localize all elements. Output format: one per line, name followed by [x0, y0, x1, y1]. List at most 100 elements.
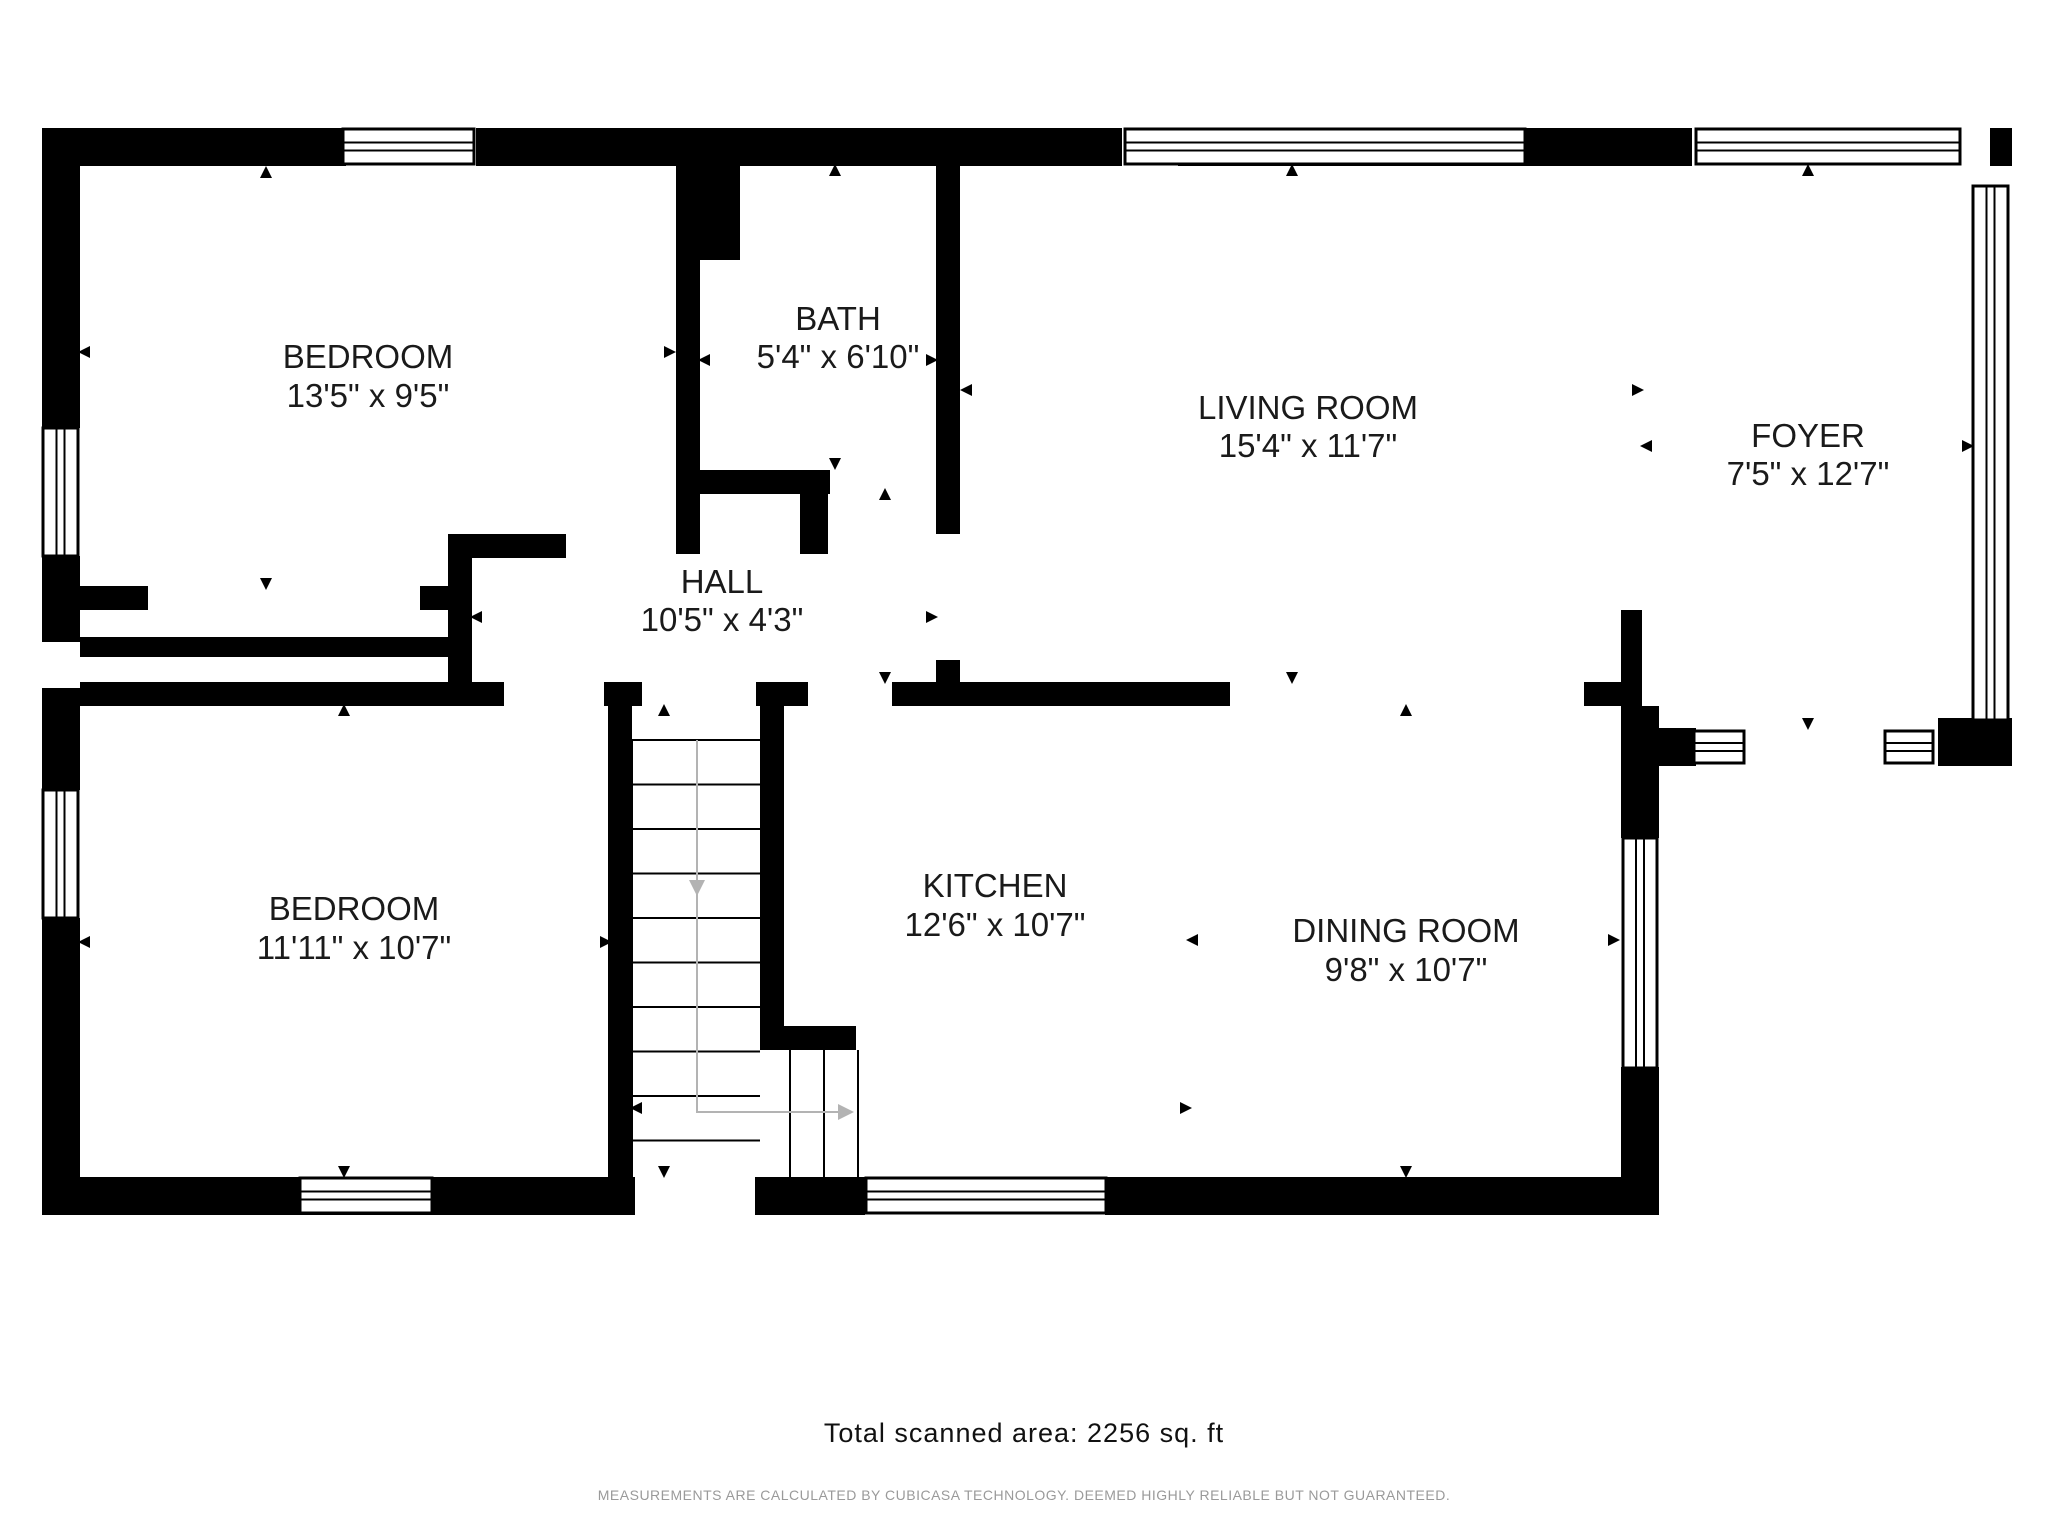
- wall-segment-6: [1938, 718, 1988, 766]
- room-name-hall: HALL: [681, 563, 764, 600]
- window-frame-h-0: [341, 127, 476, 166]
- room-size-bath: 5'4" x 6'10": [757, 338, 920, 375]
- wall-segment-36: [608, 682, 632, 1214]
- room-name-living-room: LIVING ROOM: [1198, 389, 1418, 426]
- dimension-marker-5: [698, 354, 710, 366]
- walls: [42, 128, 2012, 1215]
- room-name-dining-room: DINING ROOM: [1292, 912, 1519, 949]
- wall-segment-9: [42, 688, 80, 790]
- stair-direction-arrow-down: [689, 880, 705, 896]
- wall-segment-19: [420, 586, 452, 610]
- dimension-marker-7: [829, 458, 841, 470]
- room-size-kitchen: 12'6" x 10'7": [905, 906, 1086, 943]
- window-frame-v-1: [41, 788, 80, 920]
- dimension-marker-15: [1286, 672, 1298, 684]
- window-frame-h-4: [864, 1176, 1108, 1215]
- total-area-text: Total scanned area: 2256 sq. ft: [823, 1418, 1225, 1448]
- dimension-marker-26: [658, 1166, 670, 1178]
- wall-segment-23: [448, 534, 566, 558]
- room-kitchen: KITCHEN 12'6" x 10'7": [905, 867, 1086, 943]
- wall-segment-10: [42, 918, 80, 1214]
- wall-segment-15: [1621, 1067, 1659, 1215]
- room-dining-room: DINING ROOM 9'8" x 10'7": [1292, 912, 1519, 988]
- window-frame-h-6: [1883, 729, 1935, 765]
- dimension-marker-0: [260, 166, 272, 178]
- dimension-marker-9: [470, 611, 482, 623]
- wall-segment-37: [760, 682, 784, 1042]
- dimension-marker-27: [1400, 704, 1412, 716]
- dimension-marker-10: [926, 611, 938, 623]
- dimension-marker-17: [1640, 440, 1652, 452]
- room-bedroom-1: BEDROOM 13'5" x 9'5": [283, 338, 454, 414]
- room-size-bedroom-2: 11'11" x 10'7": [257, 929, 451, 966]
- room-name-bath: BATH: [795, 300, 881, 337]
- dimension-marker-20: [338, 704, 350, 716]
- wall-segment-14: [1621, 706, 1659, 838]
- disclaimer-text: MEASUREMENTS ARE CALCULATED BY CUBICASA …: [597, 1487, 1451, 1503]
- wall-segment-1: [476, 128, 1122, 166]
- window-frame-h-1: [1123, 127, 1527, 166]
- wall-segment-38: [760, 1026, 856, 1050]
- dimension-marker-25: [630, 1102, 642, 1114]
- room-size-dining-room: 9'8" x 10'7": [1325, 951, 1488, 988]
- window-frame-h-3: [298, 1176, 434, 1215]
- room-name-foyer: FOYER: [1751, 417, 1865, 454]
- dimension-marker-29: [1608, 934, 1620, 946]
- dimension-marker-2: [664, 346, 676, 358]
- wall-segment-20: [80, 637, 452, 657]
- dimension-marker-30: [1400, 1166, 1412, 1178]
- room-size-bedroom-1: 13'5" x 9'5": [287, 377, 450, 414]
- dimension-marker-13: [960, 384, 972, 396]
- room-name-bedroom-1: BEDROOM: [283, 338, 454, 375]
- room-size-foyer: 7'5" x 12'7": [1727, 455, 1890, 492]
- room-size-hall: 10'5" x 4'3": [641, 601, 804, 638]
- room-name-kitchen: KITCHEN: [923, 867, 1068, 904]
- dimension-marker-21: [78, 936, 90, 948]
- dimension-marker-28: [1186, 934, 1198, 946]
- wall-segment-0: [42, 128, 346, 166]
- dimension-marker-8: [879, 488, 891, 500]
- wall-segment-22: [448, 534, 472, 684]
- dimension-marker-12: [1286, 164, 1298, 176]
- room-size-living-room: 15'4" x 11'7": [1219, 427, 1398, 464]
- staircase: [631, 739, 859, 1177]
- dimension-markers: [78, 164, 1974, 1178]
- window-frame-v-0: [41, 426, 80, 558]
- wall-segment-17: [1642, 728, 1696, 766]
- room-name-bedroom-2: BEDROOM: [269, 890, 440, 927]
- dimension-marker-6: [926, 354, 938, 366]
- dimension-marker-18: [1962, 440, 1974, 452]
- dimension-marker-14: [1632, 384, 1644, 396]
- dimension-marker-4: [829, 164, 841, 176]
- wall-segment-29: [800, 470, 828, 554]
- wall-segment-30: [80, 682, 298, 706]
- wall-segment-35: [1584, 682, 1640, 706]
- dimension-marker-24: [658, 704, 670, 716]
- room-living-room: LIVING ROOM 15'4" x 11'7": [1198, 389, 1418, 464]
- dimension-marker-3: [260, 578, 272, 590]
- dimension-marker-16: [1802, 164, 1814, 176]
- wall-segment-18: [80, 586, 148, 610]
- room-bedroom-2: BEDROOM 11'11" x 10'7": [257, 890, 451, 966]
- dimension-marker-11: [879, 672, 891, 684]
- wall-segment-7: [42, 128, 80, 428]
- dimension-marker-31: [1180, 1102, 1192, 1114]
- window-frame-v-3: [1621, 836, 1659, 1070]
- wall-segment-13: [1105, 1177, 1657, 1215]
- stair-direction-line: [696, 740, 842, 1113]
- window-frame-h-5: [1692, 729, 1746, 765]
- room-foyer: FOYER 7'5" x 12'7": [1727, 417, 1890, 492]
- dimension-marker-23: [338, 1166, 350, 1178]
- wall-segment-27: [936, 128, 960, 534]
- window-frame-h-2: [1694, 127, 1962, 166]
- wall-segment-4: [1990, 128, 2012, 166]
- wall-segment-31: [392, 682, 504, 706]
- dimension-marker-22: [600, 936, 612, 948]
- wall-segment-25: [676, 128, 740, 260]
- wall-segment-8: [42, 556, 80, 642]
- dimension-marker-19: [1802, 718, 1814, 730]
- windows: [41, 127, 2010, 1215]
- wall-segment-39: [940, 682, 1230, 706]
- wall-segment-12: [755, 1177, 865, 1215]
